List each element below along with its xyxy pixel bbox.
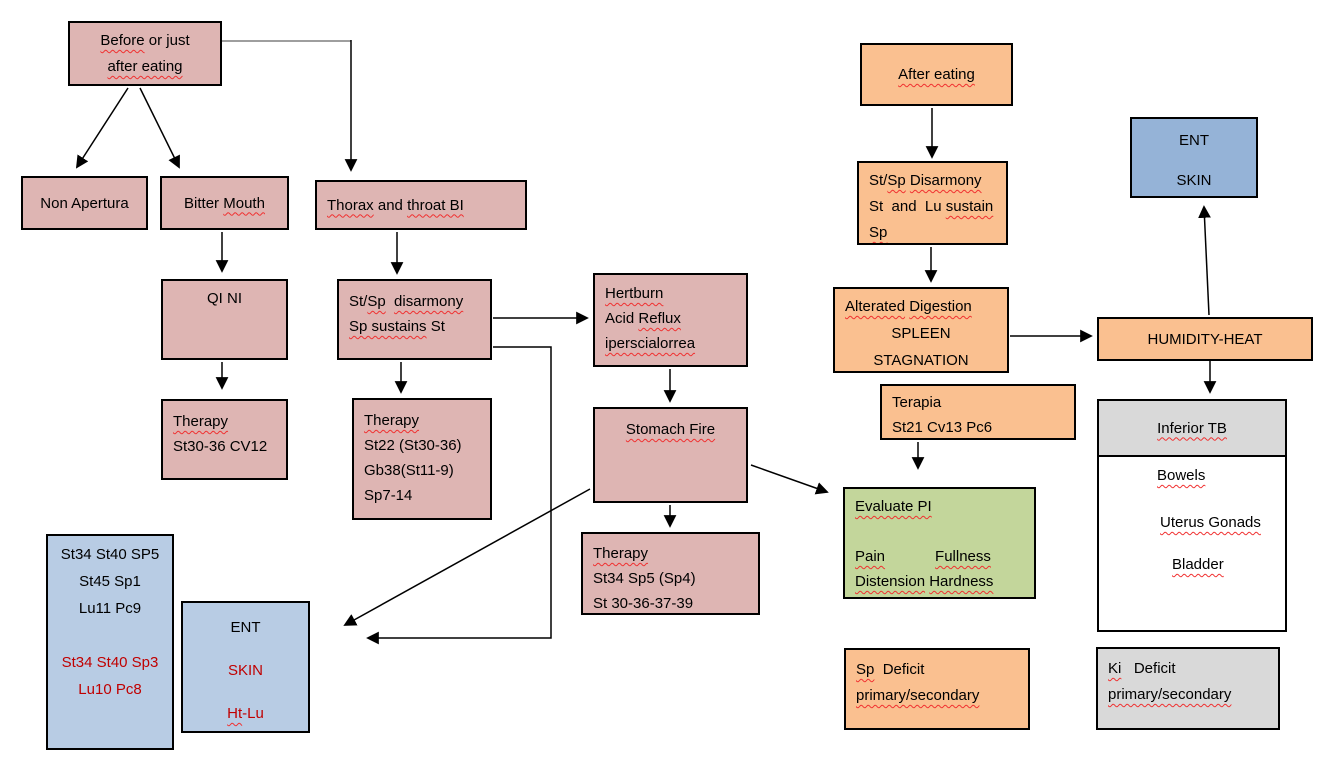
text-line: Sp Deficit xyxy=(856,661,925,678)
text-line: ENT xyxy=(230,619,261,636)
text-line: St30-36 CV12 xyxy=(173,438,268,455)
box-alterated-digestion: Alterated Digestion SPLEEN STAGNATION xyxy=(833,287,1009,373)
text-line xyxy=(58,622,162,649)
text-line: Ht-Lu xyxy=(227,705,264,722)
text-line: HUMIDITY-HEAT xyxy=(1147,330,1263,348)
text-line: Thorax and throat BI xyxy=(327,196,464,214)
text-line: Distension Hardness xyxy=(855,573,994,590)
inferior-tb-item-bladder: Bladder xyxy=(1172,556,1224,573)
box-therapy-st30-36-cv12: Therapy St30-36 CV12 xyxy=(161,399,288,480)
box-qi-ni: QI NI xyxy=(161,279,288,360)
text-line: Lu11 Pc9 xyxy=(78,600,142,617)
text-line: St21 Cv13 Pc6 xyxy=(892,419,993,436)
text-line: SKIN xyxy=(1176,172,1212,189)
text-line: Sp xyxy=(869,224,888,241)
text-line: Hertburn xyxy=(605,285,664,302)
text-line: Therapy xyxy=(593,545,649,562)
box-bitter-mouth: Bitter Mouth xyxy=(160,176,289,230)
text-line: after eating xyxy=(107,58,183,75)
connector-humidity-entskin xyxy=(1198,205,1211,316)
text-line: After eating xyxy=(898,66,975,83)
text-line: St45 Sp1 xyxy=(79,573,141,590)
text-line: St34 St40 Sp3 xyxy=(61,654,159,671)
connector-before-nonapertura xyxy=(75,87,129,169)
text-line: St and Lu sustain xyxy=(869,198,994,215)
text-line: Ki Deficit xyxy=(1108,660,1176,677)
text-line: Pain Fullness xyxy=(855,548,991,565)
box-inferior-tb: Inferior TB Bowels Uterus Gonads Bladder xyxy=(1097,399,1287,632)
box-ki-deficit: Ki Deficit primary/secondary xyxy=(1096,647,1280,730)
text-line: St22 (St30-36) xyxy=(364,437,462,454)
box-ent-skin-ht-lu: ENT SKIN Ht-Lu xyxy=(181,601,310,733)
box-st-sp-disarmony-right: St/Sp Disarmony St and Lu sustain Sp xyxy=(857,161,1008,245)
text-line: Lu10 Pc8 xyxy=(78,681,142,698)
box-thorax-and-throat-bi: Thorax and throat BI xyxy=(315,180,527,230)
text-line: Therapy xyxy=(364,412,420,429)
box-acupuncture-points: St34 St40 SP5 St45 Sp1 Lu11 Pc9 St34 St4… xyxy=(46,534,174,750)
text-line: St 30-36-37-39 xyxy=(593,595,694,612)
text-line: SKIN xyxy=(227,662,263,679)
text-line: Inferior TB xyxy=(1157,419,1227,437)
text-line: SPLEEN xyxy=(891,325,951,342)
text-line: Acid Reflux xyxy=(605,310,681,327)
text-line: Alterated Digestion xyxy=(845,298,972,315)
box-therapy-st34: Therapy St34 Sp5 (Sp4) St 30-36-37-39 xyxy=(581,532,760,615)
text-line: Non Apertura xyxy=(40,194,129,212)
box-non-apertura: Non Apertura xyxy=(21,176,148,230)
inferior-tb-item-bowels: Bowels xyxy=(1157,467,1206,484)
text-line: Sp7-14 xyxy=(364,487,413,504)
box-ent-skin-top: ENT SKIN xyxy=(1130,117,1258,198)
box-humidity-heat: HUMIDITY-HEAT xyxy=(1097,317,1313,361)
box-before-or-just-after-eating: Before or just after eating xyxy=(68,21,222,86)
connector-stomachfire-evaluate xyxy=(750,464,829,495)
inferior-tb-header: Inferior TB xyxy=(1099,401,1285,457)
text-line xyxy=(855,519,1024,544)
text-line: St/Sp disarmony xyxy=(349,293,464,310)
text-line: St34 Sp5 (Sp4) xyxy=(593,570,696,587)
text-line: primary/secondary xyxy=(1108,686,1232,703)
text-line: Before or just xyxy=(100,32,190,49)
text-line: iperscialorrea xyxy=(605,335,696,352)
text-line: St/Sp Disarmony xyxy=(869,172,982,189)
text-line: Stomach Fire xyxy=(625,421,716,438)
connector-before-bittermouth xyxy=(139,87,180,169)
text-line: Sp sustains St xyxy=(349,318,445,335)
text-line: primary/secondary xyxy=(856,687,980,704)
box-sp-deficit: Sp Deficit primary/secondary xyxy=(844,648,1030,730)
text-line: ENT xyxy=(1179,132,1209,149)
text-line: Gb38(St11-9) xyxy=(364,462,454,479)
text-line: Terapia xyxy=(892,394,942,411)
text-line: Bitter Mouth xyxy=(184,194,265,212)
box-evaluate-pi: Evaluate PI Pain Fullness Distension Har… xyxy=(843,487,1036,599)
text-line: STAGNATION xyxy=(873,352,969,369)
box-therapy-st22: Therapy St22 (St30-36) Gb38(St11-9) Sp7-… xyxy=(352,398,492,520)
box-stomach-fire: Stomach Fire xyxy=(593,407,748,503)
text-line: Evaluate PI xyxy=(855,498,932,515)
inferior-tb-item-uterus-gonads: Uterus Gonads xyxy=(1160,514,1261,531)
text-line: St34 St40 SP5 xyxy=(60,546,160,563)
box-after-eating: After eating xyxy=(860,43,1013,106)
box-st-sp-disarmony-left: St/Sp disarmony Sp sustains St xyxy=(337,279,492,360)
text-line: QI NI xyxy=(206,290,242,307)
box-hertburn-acid-reflux: Hertburn Acid Reflux iperscialorrea xyxy=(593,273,748,367)
text-line: Therapy xyxy=(173,413,229,430)
box-terapia-st21: Terapia St21 Cv13 Pc6 xyxy=(880,384,1076,440)
